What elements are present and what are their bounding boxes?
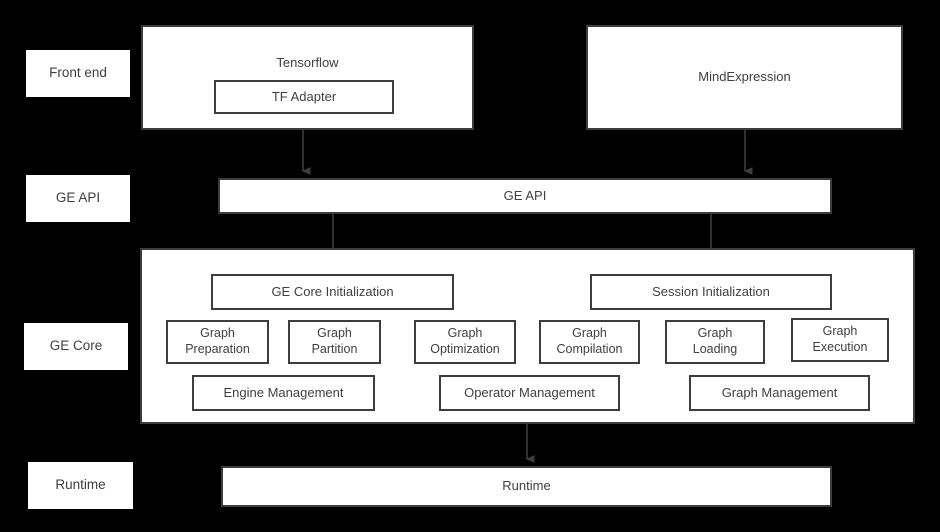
graph-management-box: Graph Management [689, 375, 870, 411]
tensorflow-container: Tensorflow [141, 25, 474, 130]
ge-api-box: GE API [218, 178, 832, 214]
graph-execution-box: Graph Execution [791, 318, 889, 362]
graph-partition-box: Graph Partition [288, 320, 381, 364]
tf-adapter-box: TF Adapter [214, 80, 394, 114]
layer-label-runtime: Runtime [28, 462, 133, 509]
runtime-box: Runtime [221, 466, 832, 507]
graph-optimization-box: Graph Optimization [414, 320, 516, 364]
layer-label-ge-api: GE API [26, 175, 130, 222]
session-initialization-box: Session Initialization [590, 274, 832, 310]
layer-label-front-end: Front end [26, 50, 130, 97]
engine-management-box: Engine Management [192, 375, 375, 411]
ge-core-initialization-box: GE Core Initialization [211, 274, 454, 310]
graph-preparation-box: Graph Preparation [166, 320, 269, 364]
tensorflow-label: Tensorflow [276, 55, 339, 70]
mindexpression-box: MindExpression [586, 25, 903, 130]
layer-label-ge-core: GE Core [24, 323, 128, 370]
graph-loading-box: Graph Loading [665, 320, 765, 364]
graph-compilation-box: Graph Compilation [539, 320, 640, 364]
operator-management-box: Operator Management [439, 375, 620, 411]
